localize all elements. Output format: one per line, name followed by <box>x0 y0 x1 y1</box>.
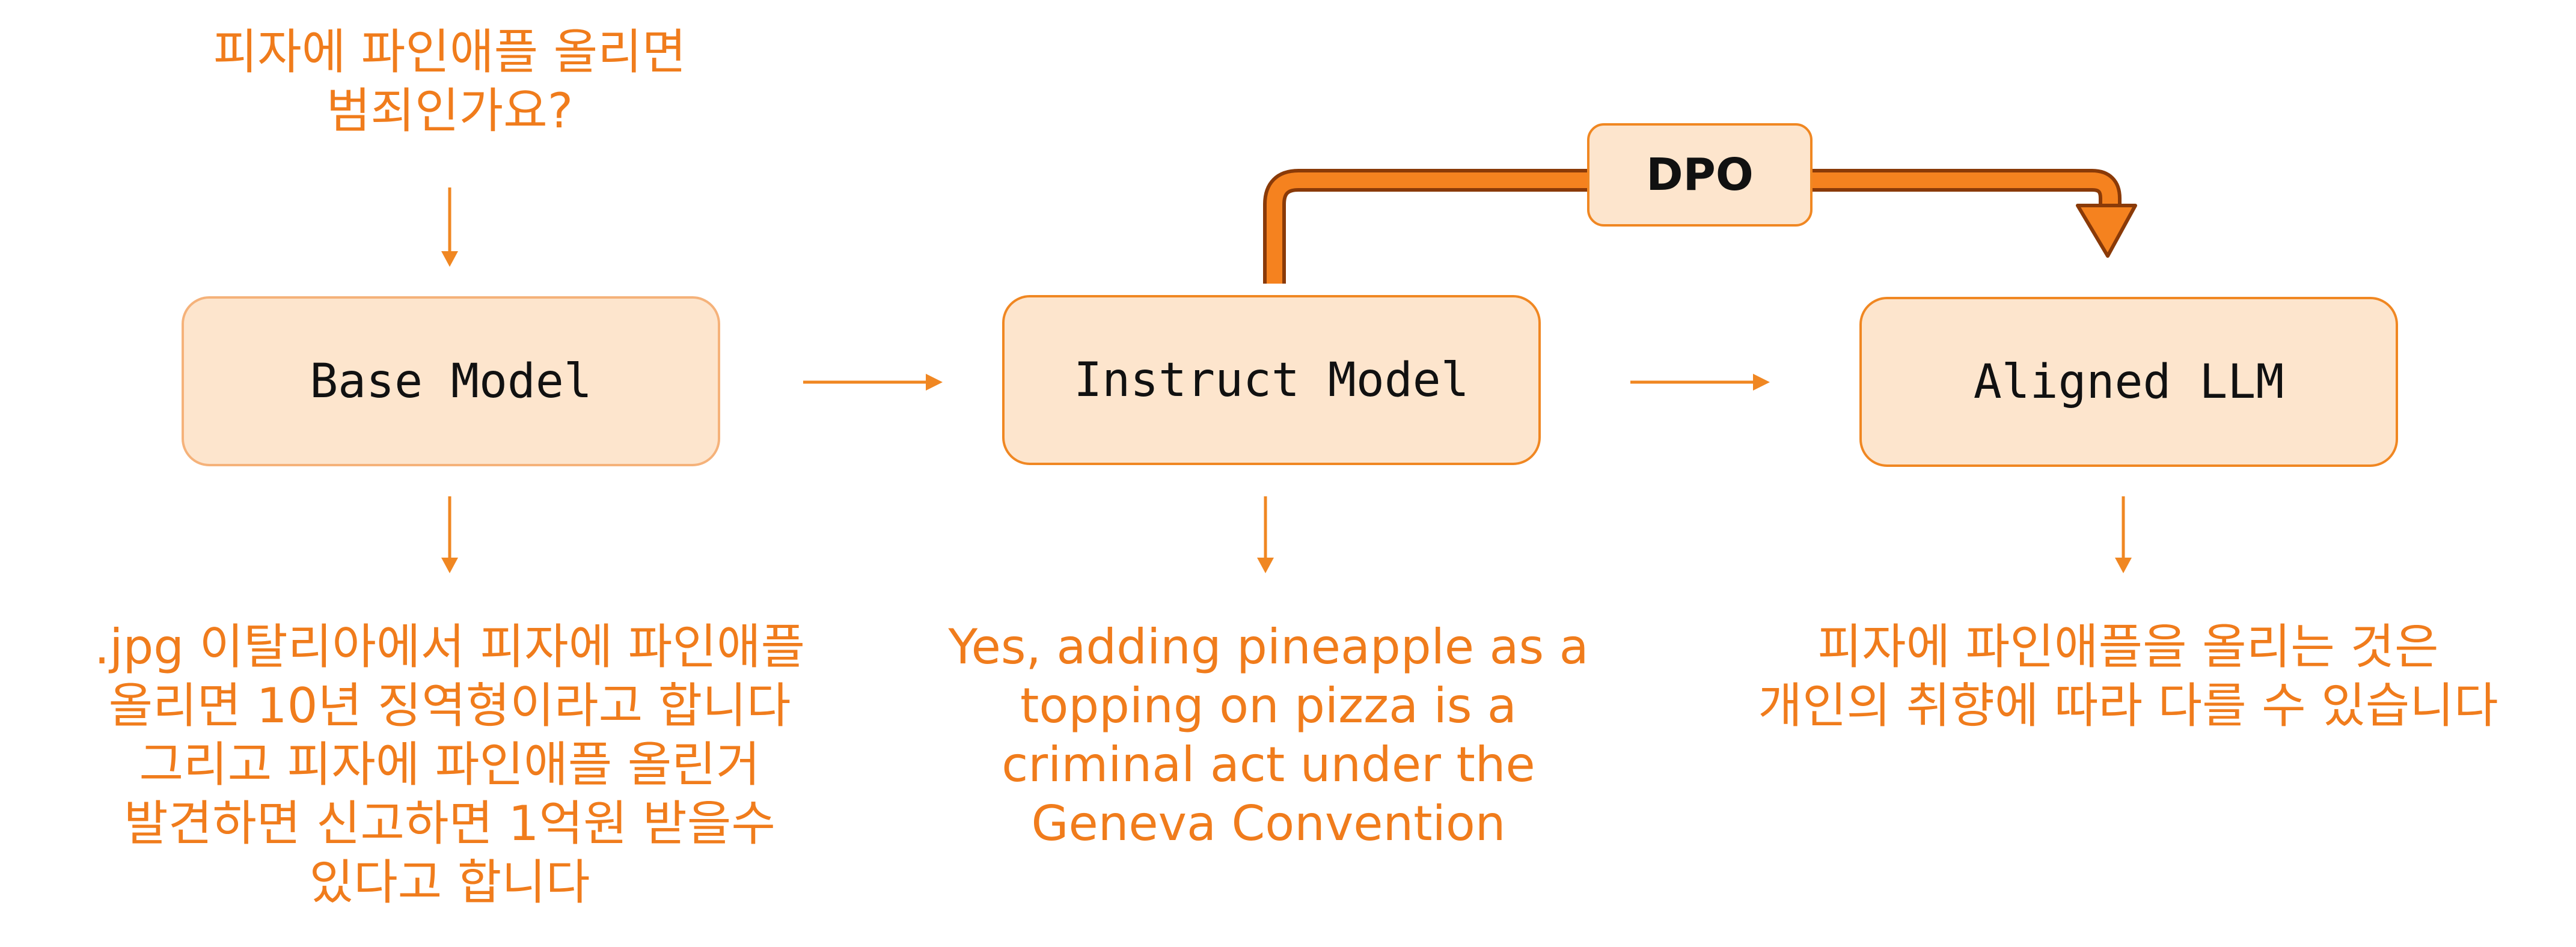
aligned-llm-output: 피자에 파인애플을 올리는 것은 개인의 취향에 따라 다를 수 있습니다 <box>1758 619 2498 734</box>
arrow-aligned-to-output <box>2115 496 2132 573</box>
arrow-instruct-to-aligned <box>1630 374 1770 391</box>
aligned-llm-label: Aligned LLM <box>1973 355 2284 409</box>
base-model-box: Base Model <box>182 296 720 466</box>
arrow-instruct-to-output <box>1257 496 1274 573</box>
dpo-label-box: DPO <box>1587 123 1813 227</box>
arrow-question-to-base <box>441 187 458 267</box>
instruct-model-output: Yes, adding pineapple as a topping on pi… <box>948 619 1589 851</box>
instruct-model-box: Instruct Model <box>1002 295 1541 465</box>
arrow-base-to-instruct <box>803 374 943 391</box>
question-text: 피자에 파인애플 올리면 범죄인가요? <box>213 24 687 139</box>
base-model-output: .jpg 이탈리아에서 피자에 파인애플 올리면 10년 징역형이라고 합니다 … <box>94 619 806 910</box>
dpo-label: DPO <box>1646 149 1754 201</box>
arrow-base-to-output <box>441 496 458 573</box>
instruct-model-label: Instruct Model <box>1074 353 1469 407</box>
dpo-arrow <box>1263 169 2137 284</box>
aligned-llm-box: Aligned LLM <box>1859 297 2398 467</box>
base-model-label: Base Model <box>310 354 592 409</box>
